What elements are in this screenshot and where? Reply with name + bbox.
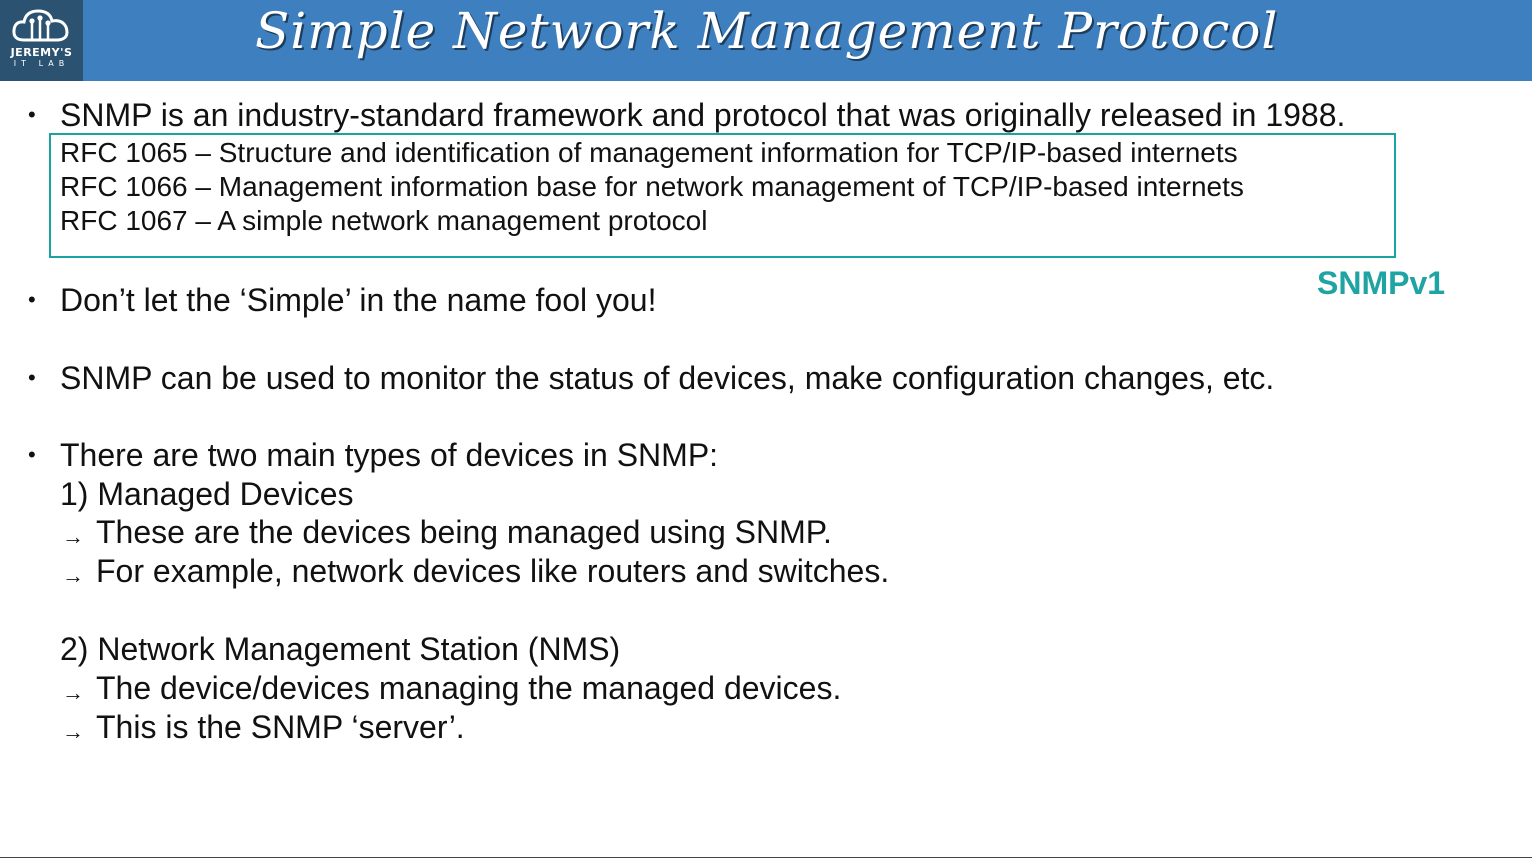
device-type-point: For example, network devices like router… bbox=[96, 553, 890, 589]
rfc-box bbox=[49, 133, 1396, 258]
bullet-marker: • bbox=[28, 287, 36, 312]
arrow-icon: → bbox=[62, 563, 84, 588]
arrow-icon: → bbox=[62, 680, 84, 705]
rfc-item: RFC 1066 – Management information base f… bbox=[60, 171, 1244, 202]
logo: JEREMY'S IT LAB bbox=[0, 0, 83, 81]
bullet-text-intro: SNMP is an industry-standard framework a… bbox=[60, 97, 1346, 133]
bullet-marker: • bbox=[28, 365, 36, 390]
logo-subtext: IT LAB bbox=[13, 59, 70, 68]
rfc-item: RFC 1065 – Structure and identification … bbox=[60, 137, 1238, 168]
rfc-item: RFC 1067 – A simple network management p… bbox=[60, 205, 708, 236]
version-tag: SNMPv1 bbox=[1317, 265, 1446, 301]
bullet-text-simple: Don’t let the ‘Simple’ in the name fool … bbox=[60, 282, 657, 318]
arrow-icon: → bbox=[62, 524, 84, 549]
device-type-point: This is the SNMP ‘server’. bbox=[96, 709, 465, 745]
device-type-point: These are the devices being managed usin… bbox=[96, 514, 832, 550]
bottom-divider bbox=[0, 857, 1532, 858]
device-type-point: The device/devices managing the managed … bbox=[96, 670, 842, 706]
bullet-text-device-types: There are two main types of devices in S… bbox=[60, 437, 719, 473]
cloud-circuit-icon bbox=[12, 9, 69, 42]
bullet-marker: • bbox=[28, 442, 36, 467]
bullet-marker: • bbox=[28, 102, 36, 127]
logo-text: JEREMY'S bbox=[10, 46, 73, 59]
slide-title: Simple Network Management Protocol bbox=[255, 2, 1279, 60]
device-type-heading: 1) Managed Devices bbox=[60, 476, 354, 512]
bullet-text-usage: SNMP can be used to monitor the status o… bbox=[60, 360, 1275, 396]
slide-header: JEREMY'S IT LAB Simple Network Managemen… bbox=[0, 0, 1532, 81]
device-type-heading: 2) Network Management Station (NMS) bbox=[60, 631, 621, 667]
arrow-icon: → bbox=[62, 719, 84, 744]
